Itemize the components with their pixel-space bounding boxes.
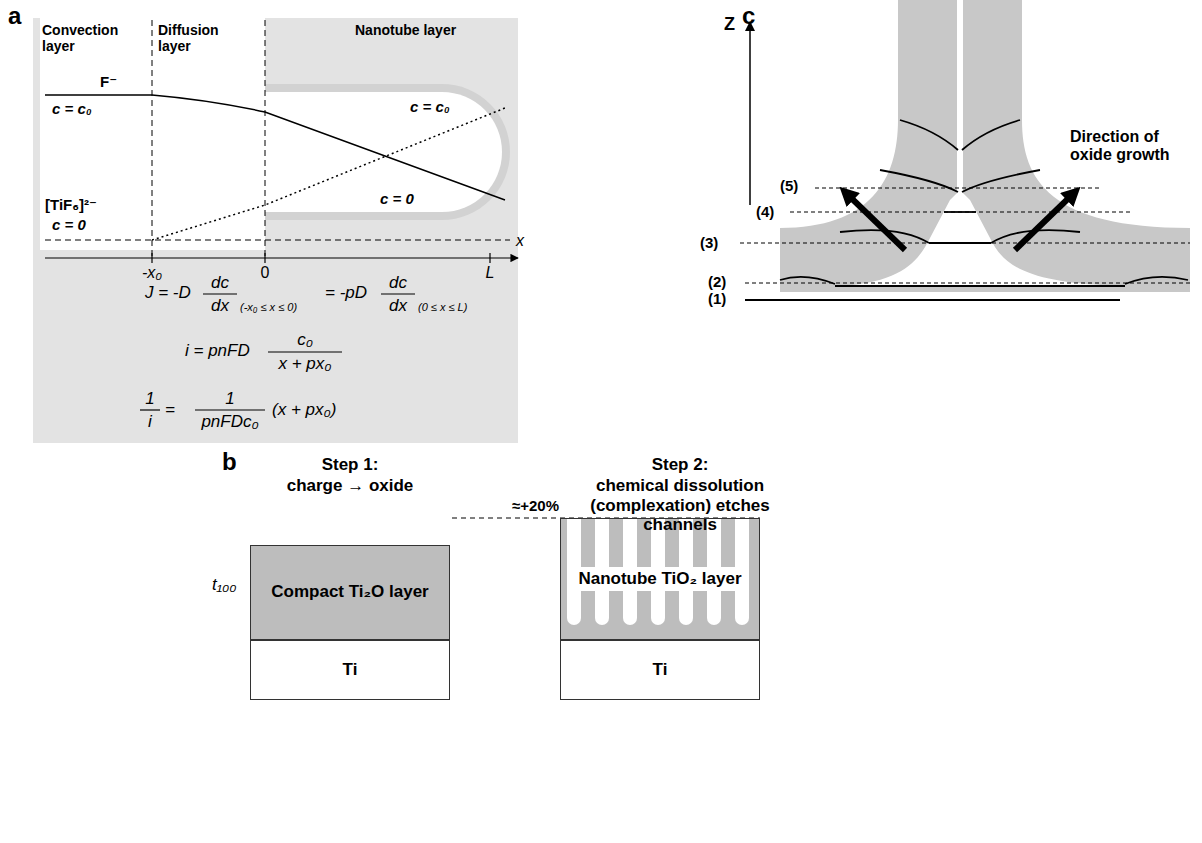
x-axis bbox=[45, 257, 518, 258]
fraction-bar bbox=[195, 409, 265, 410]
stage-number: (3) bbox=[700, 234, 718, 251]
equation: J = -D bbox=[145, 283, 191, 303]
growth-arrow bbox=[1015, 192, 1075, 250]
species-label: [TiF₆]²⁻ bbox=[45, 196, 97, 213]
pore-cavity bbox=[835, 190, 1125, 286]
panel-letter: a bbox=[8, 2, 21, 30]
zero-line bbox=[45, 240, 510, 241]
equation: i bbox=[148, 412, 152, 432]
complex-profile bbox=[152, 108, 505, 240]
step-heading: charge → oxide bbox=[287, 476, 414, 496]
layer-label: Compact Ti₂O layer bbox=[271, 582, 428, 602]
nanotube-interior bbox=[265, 92, 502, 212]
axis-tick bbox=[151, 253, 152, 263]
fraction-bar bbox=[203, 293, 237, 294]
stage-line bbox=[790, 212, 1130, 213]
concentration-label: c = c₀ bbox=[410, 98, 450, 115]
equation: 1 bbox=[145, 389, 154, 409]
layer-label: Nanotube TiO₂ layer bbox=[574, 567, 745, 591]
stage-line bbox=[740, 243, 1190, 244]
metal-substrate-box: Ti bbox=[560, 640, 760, 700]
thickness-label: t₁₀₀ bbox=[212, 575, 236, 595]
expansion-label: ≈+20% bbox=[512, 497, 559, 514]
axis-label: x bbox=[516, 232, 524, 250]
equation: dx bbox=[389, 296, 407, 316]
panel-letter: c bbox=[742, 2, 755, 30]
equation: pnFDc₀ bbox=[201, 412, 258, 432]
step-heading: Step 1: bbox=[322, 455, 379, 475]
step-heading: Step 2: bbox=[652, 455, 709, 475]
axis-label: Z bbox=[724, 14, 735, 35]
equation-subscript: (0 ≤ x ≤ L) bbox=[418, 301, 467, 314]
metal-substrate-box: Ti bbox=[250, 640, 450, 700]
stage-line bbox=[835, 285, 1125, 287]
region-label: Nanotube layer bbox=[355, 22, 456, 38]
stage-line bbox=[929, 242, 991, 244]
equation: dc bbox=[389, 273, 407, 293]
oxide-layer-box: Compact Ti₂O layer bbox=[250, 545, 450, 640]
equation: (x + px₀) bbox=[272, 400, 336, 420]
nanotube-wall bbox=[265, 84, 510, 220]
axis-label: -x₀ bbox=[142, 264, 162, 282]
concentration-label: c = c₀ bbox=[52, 100, 92, 117]
stage-line bbox=[745, 299, 1120, 301]
equation: dx bbox=[211, 296, 229, 316]
direction-label: Direction of oxide growth bbox=[1070, 128, 1182, 165]
layer-label: Ti bbox=[653, 660, 668, 680]
nanotube-layer-box: Nanotube TiO₂ layer bbox=[560, 518, 760, 640]
stage-line bbox=[745, 283, 1190, 284]
oxide-section bbox=[780, 0, 1190, 292]
z-axis bbox=[749, 22, 751, 205]
growth-front bbox=[780, 120, 1188, 284]
stage-number: (2) bbox=[708, 273, 726, 290]
equation: c₀ bbox=[297, 330, 313, 350]
axis-tick bbox=[264, 253, 265, 263]
step-heading: chemical dissolution (complexation) etch… bbox=[555, 476, 805, 535]
fraction-bar bbox=[140, 409, 160, 410]
equation: dc bbox=[211, 273, 229, 293]
fluoride-profile bbox=[45, 95, 505, 200]
layer-label: Ti bbox=[343, 660, 358, 680]
nanotube-array bbox=[560, 518, 760, 640]
fraction-bar bbox=[268, 351, 342, 352]
layer-boundary bbox=[152, 20, 153, 258]
stage-number: (5) bbox=[780, 177, 798, 194]
region-label: Convection layer bbox=[42, 22, 142, 54]
axis-label: 0 bbox=[261, 264, 270, 282]
axis-tick bbox=[489, 253, 490, 263]
stage-number: (4) bbox=[756, 203, 774, 220]
concentration-label: c = 0 bbox=[380, 190, 414, 207]
fraction-bar bbox=[381, 293, 415, 294]
axis-label: L bbox=[486, 264, 495, 282]
stage-number: (1) bbox=[708, 290, 726, 307]
stage-line bbox=[815, 188, 1100, 189]
stage-line bbox=[944, 211, 976, 213]
equation-subscript: (-x₀ ≤ x ≤ 0) bbox=[240, 301, 297, 314]
panel-letter: b bbox=[222, 448, 237, 476]
equation: = -pD bbox=[325, 283, 367, 303]
concentration-label: c = 0 bbox=[52, 216, 86, 233]
growth-arrow bbox=[845, 192, 905, 250]
equation: i = pnFD bbox=[185, 341, 250, 361]
layer-boundary bbox=[265, 20, 266, 258]
equation: = bbox=[165, 400, 175, 420]
equation: 1 bbox=[225, 389, 234, 409]
panel-background bbox=[33, 18, 518, 443]
region-label: Diffusion layer bbox=[158, 22, 253, 54]
species-label: F⁻ bbox=[100, 73, 117, 90]
equation: x + px₀ bbox=[279, 354, 332, 374]
tube-gap bbox=[957, 0, 963, 195]
